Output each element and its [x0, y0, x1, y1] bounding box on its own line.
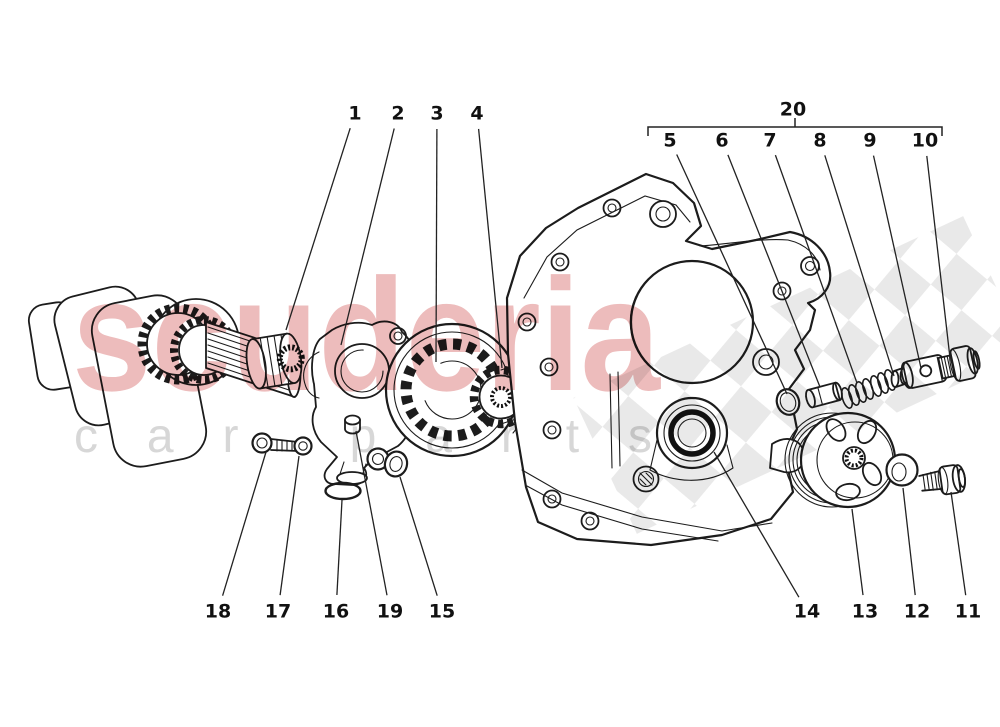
leader-line-6 [727, 154, 821, 388]
callout-2: 2 [391, 103, 404, 125]
splined-bushing-part1 [245, 332, 305, 390]
washer-part17 [293, 436, 313, 456]
callout-1: 1 [348, 103, 361, 125]
seal-part15 [383, 450, 409, 478]
leader-line-16 [336, 499, 343, 596]
leader-line-12 [902, 487, 916, 596]
washer-part12 [885, 453, 919, 487]
leader-line-5 [676, 154, 788, 395]
leader-line-13 [851, 508, 864, 596]
leader-line-9 [872, 155, 922, 369]
leader-line-3 [435, 128, 438, 363]
group-bracket-20 [647, 126, 943, 136]
leader-line-18 [221, 451, 267, 596]
callout-3: 3 [430, 103, 443, 125]
leader-line-1 [285, 128, 351, 331]
leader-line-14 [713, 451, 800, 598]
callout-10: 10 [912, 130, 938, 152]
leader-line-19 [355, 430, 388, 596]
callout-20: 20 [780, 99, 806, 121]
bolt-part11 [918, 464, 967, 496]
leader-line-7 [774, 154, 858, 384]
callout-13: 13 [852, 601, 878, 623]
leader-line-4 [477, 128, 503, 369]
brand-watermark: scuderia [72, 245, 661, 424]
plug-part19 [344, 414, 361, 435]
oil-pump-housing-part2 [303, 320, 415, 501]
callout-9: 9 [863, 130, 876, 152]
callout-12: 12 [904, 601, 930, 623]
callout-17: 17 [265, 601, 291, 623]
leader-line-8 [824, 155, 895, 377]
checker-band-watermark [573, 216, 1000, 534]
callout-14: 14 [794, 601, 820, 623]
callout-19: 19 [377, 601, 403, 623]
leader-line-10 [926, 155, 951, 359]
leader-line-17 [279, 455, 300, 596]
leader-line-2 [340, 128, 395, 346]
callout-4: 4 [470, 103, 483, 125]
callout-15: 15 [429, 601, 455, 623]
bolt-part18 [251, 432, 299, 454]
leader-line-15 [399, 476, 438, 596]
callout-11: 11 [955, 601, 981, 623]
callout-8: 8 [813, 130, 826, 152]
callout-7: 7 [763, 130, 776, 152]
leader-line-11 [950, 491, 967, 596]
callout-16: 16 [323, 601, 349, 623]
callout-6: 6 [715, 130, 728, 152]
o-ring-part16 [324, 481, 362, 501]
callout-5: 5 [663, 130, 676, 152]
brand-sub-watermark: car parts [74, 410, 652, 463]
callout-18: 18 [205, 601, 231, 623]
